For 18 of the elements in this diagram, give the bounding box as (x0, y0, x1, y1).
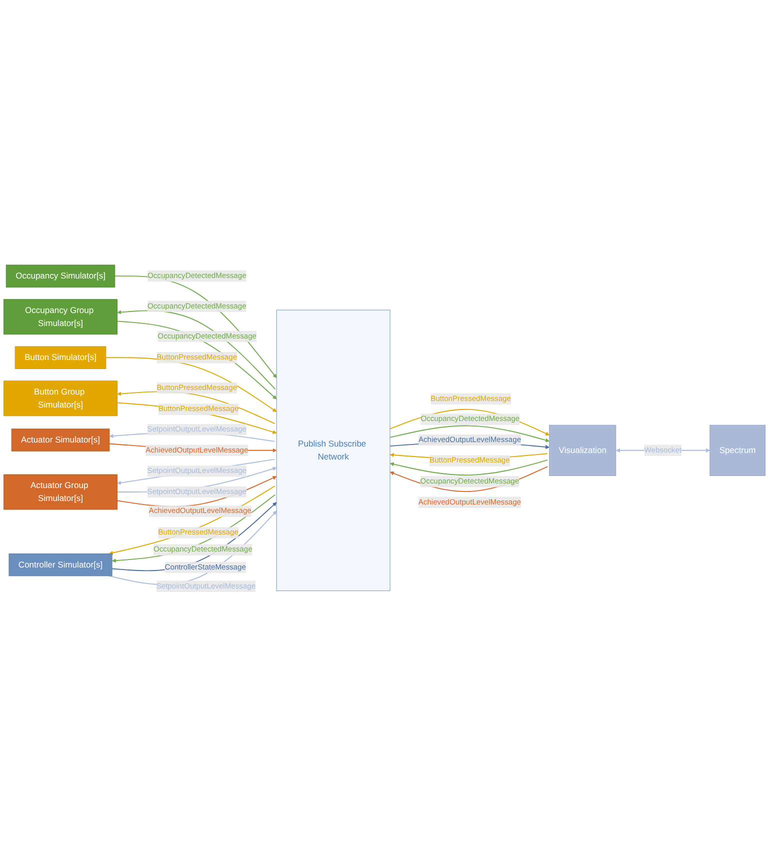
arrow (105, 357, 277, 412)
node-box: Button Simulator[s] (14, 346, 106, 369)
node-box: Occupancy Simulator[s] (6, 264, 116, 288)
arrow (117, 391, 276, 424)
node-box: Actuator Group Simulator[s] (4, 474, 118, 510)
node-box: Occupancy Group Simulator[s] (4, 299, 118, 335)
node-box: Spectrum (710, 424, 766, 476)
node-box: Controller Simulator[s] (8, 553, 112, 576)
node-box: Button Group Simulator[s] (4, 380, 118, 416)
node-box: Visualization (549, 424, 616, 476)
node-box: Actuator Simulator[s] (11, 428, 110, 452)
arrow (390, 425, 550, 442)
arrow (116, 320, 277, 400)
node-box: Publish Subscribe Network (276, 310, 390, 592)
arrow (117, 310, 276, 390)
arrow (116, 402, 277, 434)
arrow (390, 460, 548, 476)
arrow (117, 458, 276, 485)
